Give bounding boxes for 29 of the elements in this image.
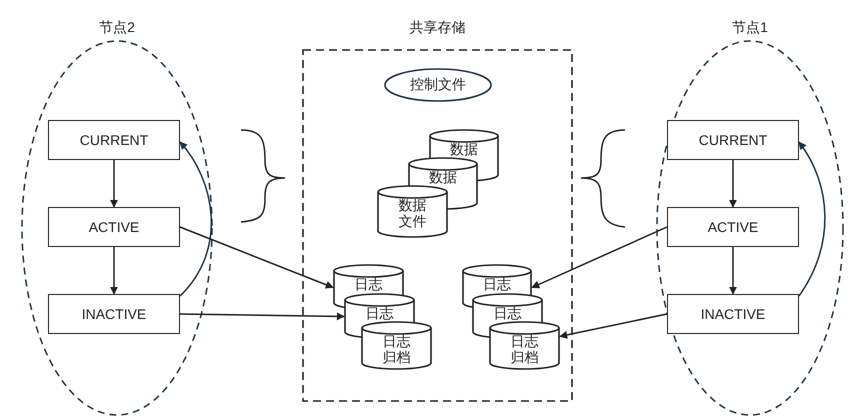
cylinder-label: 日志: [482, 276, 512, 292]
cylinder-label: 数据文件: [398, 197, 428, 229]
arrow: [110, 160, 118, 208]
group-heading: 共享存储: [408, 18, 466, 36]
cylinder-label: 日志: [492, 305, 522, 321]
cylinder-label: 日志: [364, 305, 394, 321]
arrow: [180, 312, 345, 320]
state-box: ACTIVE: [667, 207, 799, 247]
cylinder-label: 日志归档: [510, 333, 540, 365]
cylinder-label: 日志: [354, 276, 384, 292]
state-box: INACTIVE: [667, 294, 799, 334]
cylinder-label: 数据: [449, 141, 479, 157]
file-label: 控制文件: [409, 76, 467, 93]
group-heading: 节点1: [731, 18, 769, 36]
arrow: [729, 160, 737, 208]
arrow: [798, 141, 826, 296]
state-box: CURRENT: [48, 120, 180, 160]
group-heading: 节点2: [98, 18, 136, 36]
arrow: [110, 247, 118, 295]
state-box: ACTIVE: [48, 207, 180, 247]
arrow: [180, 226, 334, 289]
arrow: [559, 313, 668, 339]
cylinder-label: 数据: [428, 169, 458, 185]
state-box: INACTIVE: [48, 294, 180, 334]
arrow: [729, 247, 737, 295]
arrow: [531, 226, 668, 288]
state-box: CURRENT: [667, 120, 799, 160]
arrow: [179, 141, 212, 296]
cylinder-label: 日志归档: [382, 333, 412, 365]
